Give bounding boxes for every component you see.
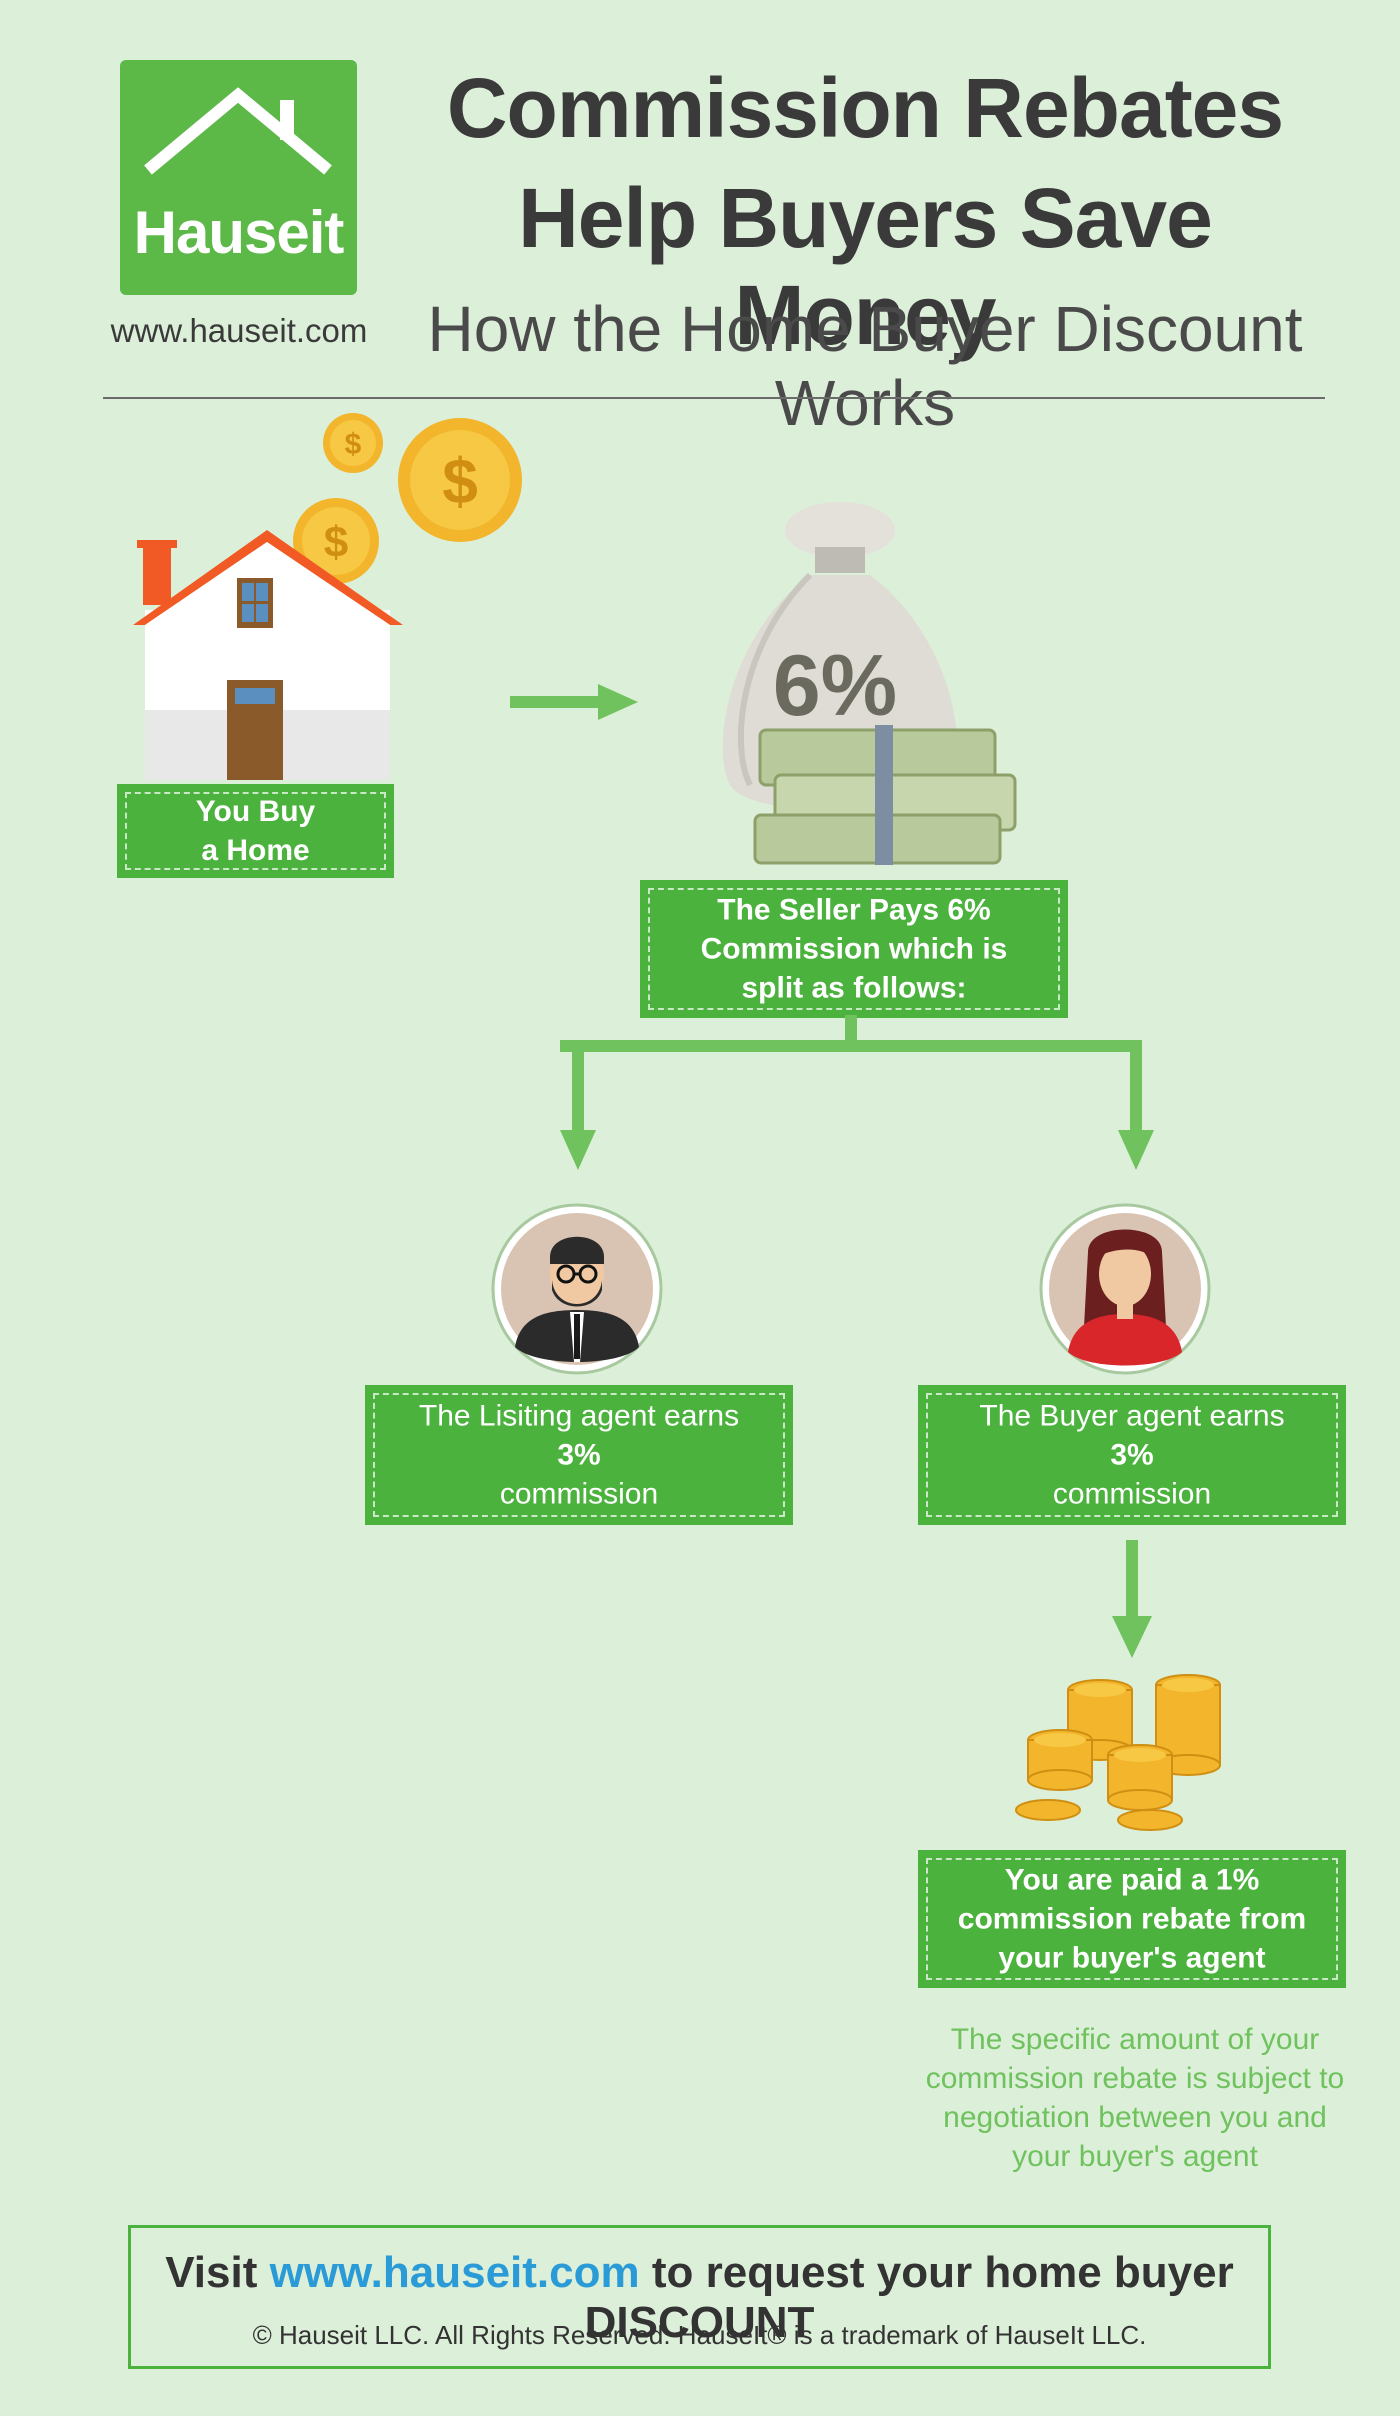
listing-agent-avatar [491, 1203, 663, 1375]
buyer-line3: commission [1052, 1477, 1212, 1511]
buy-home-box: You Buy a Home [117, 784, 394, 878]
coin-stacks-icon [1015, 1674, 1221, 1831]
footer-link[interactable]: www.hauseit.com [269, 2248, 640, 2297]
rebate-box-border [926, 1858, 1338, 1980]
buyer-agent-avatar [1039, 1203, 1211, 1375]
rebate-line1: You are paid a 1% [1004, 1863, 1260, 1897]
rebate-text: You are paid a 1% commission rebate from… [918, 1861, 1346, 1978]
house-icon [133, 530, 403, 780]
seller-pays-text: The Seller Pays 6% Commission which is s… [640, 891, 1068, 1008]
arrow-right-icon [510, 684, 638, 720]
note-line4: your buyer's agent [1012, 2140, 1258, 2173]
footer-cta: Visit www.hauseit.com to request your ho… [128, 2248, 1271, 2348]
coin-icon: $ [293, 498, 379, 584]
bag-label: 6% [773, 638, 897, 734]
rebate-note: The specific amount of your commission r… [885, 2020, 1385, 2176]
listing-line3: commission [499, 1477, 659, 1511]
buyer-agent-box: The Buyer agent earns 3% commission [918, 1385, 1346, 1525]
seller-pays-box-border [648, 888, 1060, 1010]
footer-box [128, 2225, 1271, 2369]
money-bag-icon: 6% [722, 502, 1017, 865]
listing-agent-text: The Lisiting agent earns 3% commission [365, 1397, 793, 1514]
footer-rest: to request your home buyer DISCOUNT [584, 2248, 1234, 2347]
seller-line1: The Seller Pays 6% [717, 893, 991, 927]
footer-visit: Visit [165, 2248, 258, 2297]
cash-stack-icon [753, 725, 1017, 865]
listing-line1: The Lisiting agent earns [418, 1399, 740, 1433]
logo-house-icon [144, 87, 332, 175]
listing-agent-box: The Lisiting agent earns 3% commission [365, 1385, 793, 1525]
buy-line1: You Buy [195, 795, 316, 828]
seller-pays-box: The Seller Pays 6% Commission which is s… [640, 880, 1068, 1018]
footer-copyright: © Hauseit LLC. All Rights Reserved. Haus… [252, 2320, 1147, 2350]
svg-text:$: $ [442, 445, 478, 517]
page-title-line1: Commission Rebates [446, 61, 1284, 155]
page-subtitle: How the Home Buyer Discount Works [427, 293, 1303, 439]
buyer-agent-text: The Buyer agent earns 3% commission [918, 1397, 1346, 1514]
coin-icon: $ [323, 413, 383, 473]
rebate-box: You are paid a 1% commission rebate from… [918, 1850, 1346, 1988]
buy-home-text: You Buy a Home [117, 792, 394, 870]
page-title-line2: Help Buyers Save Money [518, 171, 1213, 362]
buyer-agent-box-border [926, 1393, 1338, 1517]
note-line3: negotiation between you and [943, 2101, 1327, 2134]
note-line1: The specific amount of your [950, 2023, 1320, 2056]
seller-line2: Commission which is [700, 932, 1008, 966]
svg-text:$: $ [324, 518, 348, 567]
buy-home-box-border [125, 792, 386, 870]
coin-icon: $ [398, 418, 522, 542]
seller-line3: split as follows: [741, 971, 967, 1005]
logo-url[interactable]: www.hauseit.com [110, 312, 368, 349]
listing-pct: 3% [557, 1438, 601, 1472]
logo-brand: Hauseit [133, 199, 345, 266]
svg-text:$: $ [345, 428, 362, 461]
split-connector [560, 1015, 1154, 1170]
note-line2: commission rebate is subject to [925, 2062, 1345, 2095]
buy-line2: a Home [201, 834, 310, 867]
listing-agent-box-border [373, 1393, 785, 1517]
divider [103, 397, 1325, 399]
arrow-down-icon [1112, 1540, 1152, 1658]
rebate-line2: commission rebate from [957, 1902, 1307, 1936]
rebate-line3: your buyer's agent [998, 1941, 1266, 1975]
buyer-pct: 3% [1110, 1438, 1154, 1472]
buyer-line1: The Buyer agent earns [979, 1399, 1285, 1433]
